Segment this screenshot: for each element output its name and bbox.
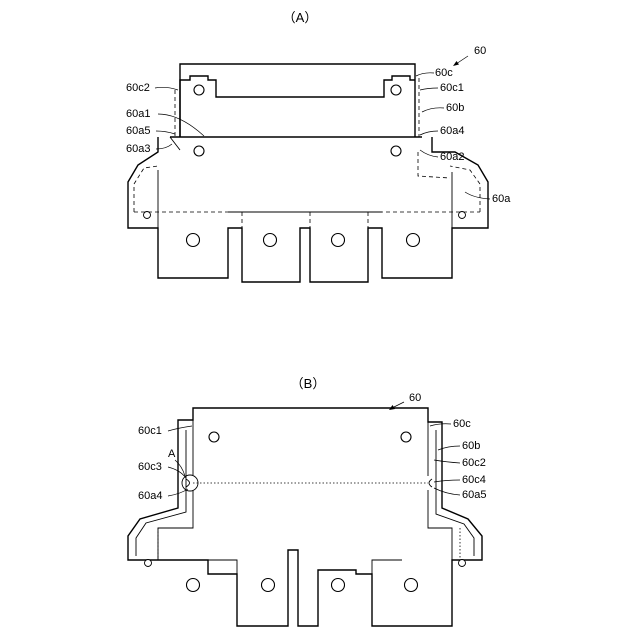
hidden-edge xyxy=(158,528,460,560)
hole xyxy=(194,146,204,156)
label-60a2: 60a2 xyxy=(440,151,464,163)
label-60a5: 60a5 xyxy=(126,125,150,137)
hole xyxy=(209,432,219,442)
leader-60b xyxy=(422,108,444,112)
figure-a-title: （A） xyxy=(283,10,318,25)
hole xyxy=(264,234,277,247)
hole xyxy=(145,560,152,567)
leader-60c xyxy=(416,73,434,76)
figure-b-ref-label: 60 xyxy=(409,392,421,404)
leader-60a5 xyxy=(434,488,460,495)
plate-60a-outline xyxy=(128,137,488,282)
label-60c3: 60c3 xyxy=(138,461,162,473)
figure-a-ref-arrow xyxy=(456,56,468,64)
plate-tab-edge xyxy=(208,560,402,574)
hole xyxy=(187,234,200,247)
label-60a3: 60a3 xyxy=(126,143,150,155)
label-60a: 60a xyxy=(492,193,511,205)
leader-60c2 xyxy=(434,460,460,463)
hole xyxy=(194,85,204,95)
hole xyxy=(391,146,401,156)
leader-60a1 xyxy=(158,114,204,136)
figure-a-ref-label: 60 xyxy=(474,45,486,57)
figure-b-title: （B） xyxy=(291,376,326,391)
hole xyxy=(459,560,466,567)
plate-60b-edge xyxy=(136,430,474,556)
hidden-edge xyxy=(450,166,480,212)
hole xyxy=(407,234,420,247)
notch-60c4 xyxy=(429,479,432,487)
leader-60a2 xyxy=(420,150,438,157)
plate-60a-edge xyxy=(158,490,452,560)
leader-a xyxy=(175,460,185,476)
plate-60c xyxy=(180,64,415,137)
leader-60c xyxy=(430,424,451,426)
hole xyxy=(332,234,345,247)
plate-60c-notch-edge xyxy=(180,76,415,137)
hole xyxy=(262,579,275,592)
label-60c: 60c xyxy=(435,67,453,79)
leader-60c1 xyxy=(168,426,192,431)
label-60b: 60b xyxy=(462,440,480,452)
leader-60c1 xyxy=(420,88,438,90)
leader-60c4 xyxy=(434,480,460,482)
label-60b: 60b xyxy=(446,102,464,114)
hole xyxy=(459,212,466,219)
plate-60-outline xyxy=(128,408,482,626)
label-60c1: 60c1 xyxy=(138,425,162,437)
hole xyxy=(391,85,401,95)
hole xyxy=(405,579,418,592)
figure-a-ref-arrowhead xyxy=(453,61,459,66)
hole xyxy=(187,579,200,592)
hole xyxy=(401,432,411,442)
notch-60c3 xyxy=(186,479,190,487)
hidden-edge xyxy=(134,166,158,212)
label-60c2: 60c2 xyxy=(462,457,486,469)
plate-60b-bend xyxy=(170,137,180,150)
label-60c4: 60c4 xyxy=(462,474,486,486)
label-60c2: 60c2 xyxy=(126,82,150,94)
label-60a1: 60a1 xyxy=(126,108,150,120)
leader-60a5 xyxy=(156,131,175,134)
leader-60c2 xyxy=(155,87,178,90)
label-60a4: 60a4 xyxy=(138,490,162,502)
label-60a4: 60a4 xyxy=(440,125,464,137)
figure-a: （A） 60 xyxy=(126,10,511,282)
hole xyxy=(144,212,151,219)
detail-circle-a xyxy=(182,475,198,491)
figure-b: （B） 60 60c1 60c 60b 60c2 xyxy=(128,376,486,626)
leader-60a xyxy=(465,192,490,199)
label-60a5: 60a5 xyxy=(462,489,486,501)
label-a: A xyxy=(168,448,176,460)
leader-60a4 xyxy=(420,131,438,135)
hole xyxy=(332,579,345,592)
leader-60c3 xyxy=(168,467,186,478)
plate-60c-edge xyxy=(193,420,428,476)
label-60c: 60c xyxy=(453,418,471,430)
label-60c1: 60c1 xyxy=(440,82,464,94)
